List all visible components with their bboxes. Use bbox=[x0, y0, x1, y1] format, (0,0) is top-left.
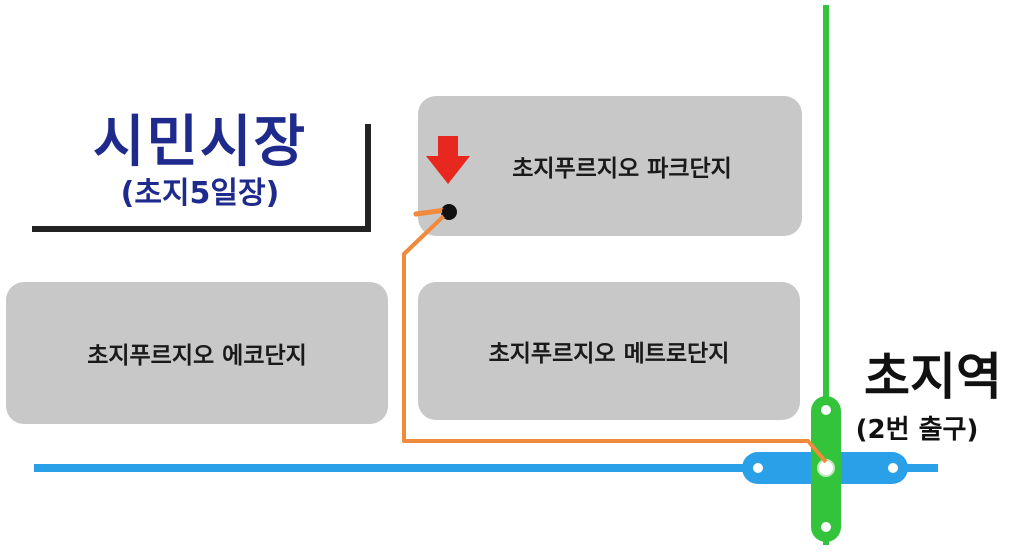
block-metro-label: 초지푸르지오 메트로단지 bbox=[488, 341, 730, 367]
block-metro: 초지푸르지오 메트로단지 bbox=[418, 282, 800, 420]
station-dot-green-bottom bbox=[821, 522, 831, 532]
block-park: 초지푸르지오 파크단지 bbox=[418, 96, 802, 236]
station-exit: (2번 출구) bbox=[855, 415, 979, 445]
station-dot-blue-right bbox=[888, 463, 898, 473]
station-dot-green-top bbox=[821, 405, 831, 415]
station-name: 초지역 bbox=[864, 348, 1002, 406]
block-eco: 초지푸르지오 에코단지 bbox=[6, 282, 388, 424]
station-dot-center bbox=[817, 459, 835, 477]
station-dot-blue-left bbox=[753, 463, 763, 473]
market-boundary-line bbox=[32, 124, 371, 232]
market-subname: (초지5일장) bbox=[120, 176, 280, 211]
block-eco-label: 초지푸르지오 에코단지 bbox=[87, 343, 307, 369]
market-name: 시민시장 bbox=[92, 110, 308, 175]
block-park-label: 초지푸르지오 파크단지 bbox=[512, 156, 732, 182]
